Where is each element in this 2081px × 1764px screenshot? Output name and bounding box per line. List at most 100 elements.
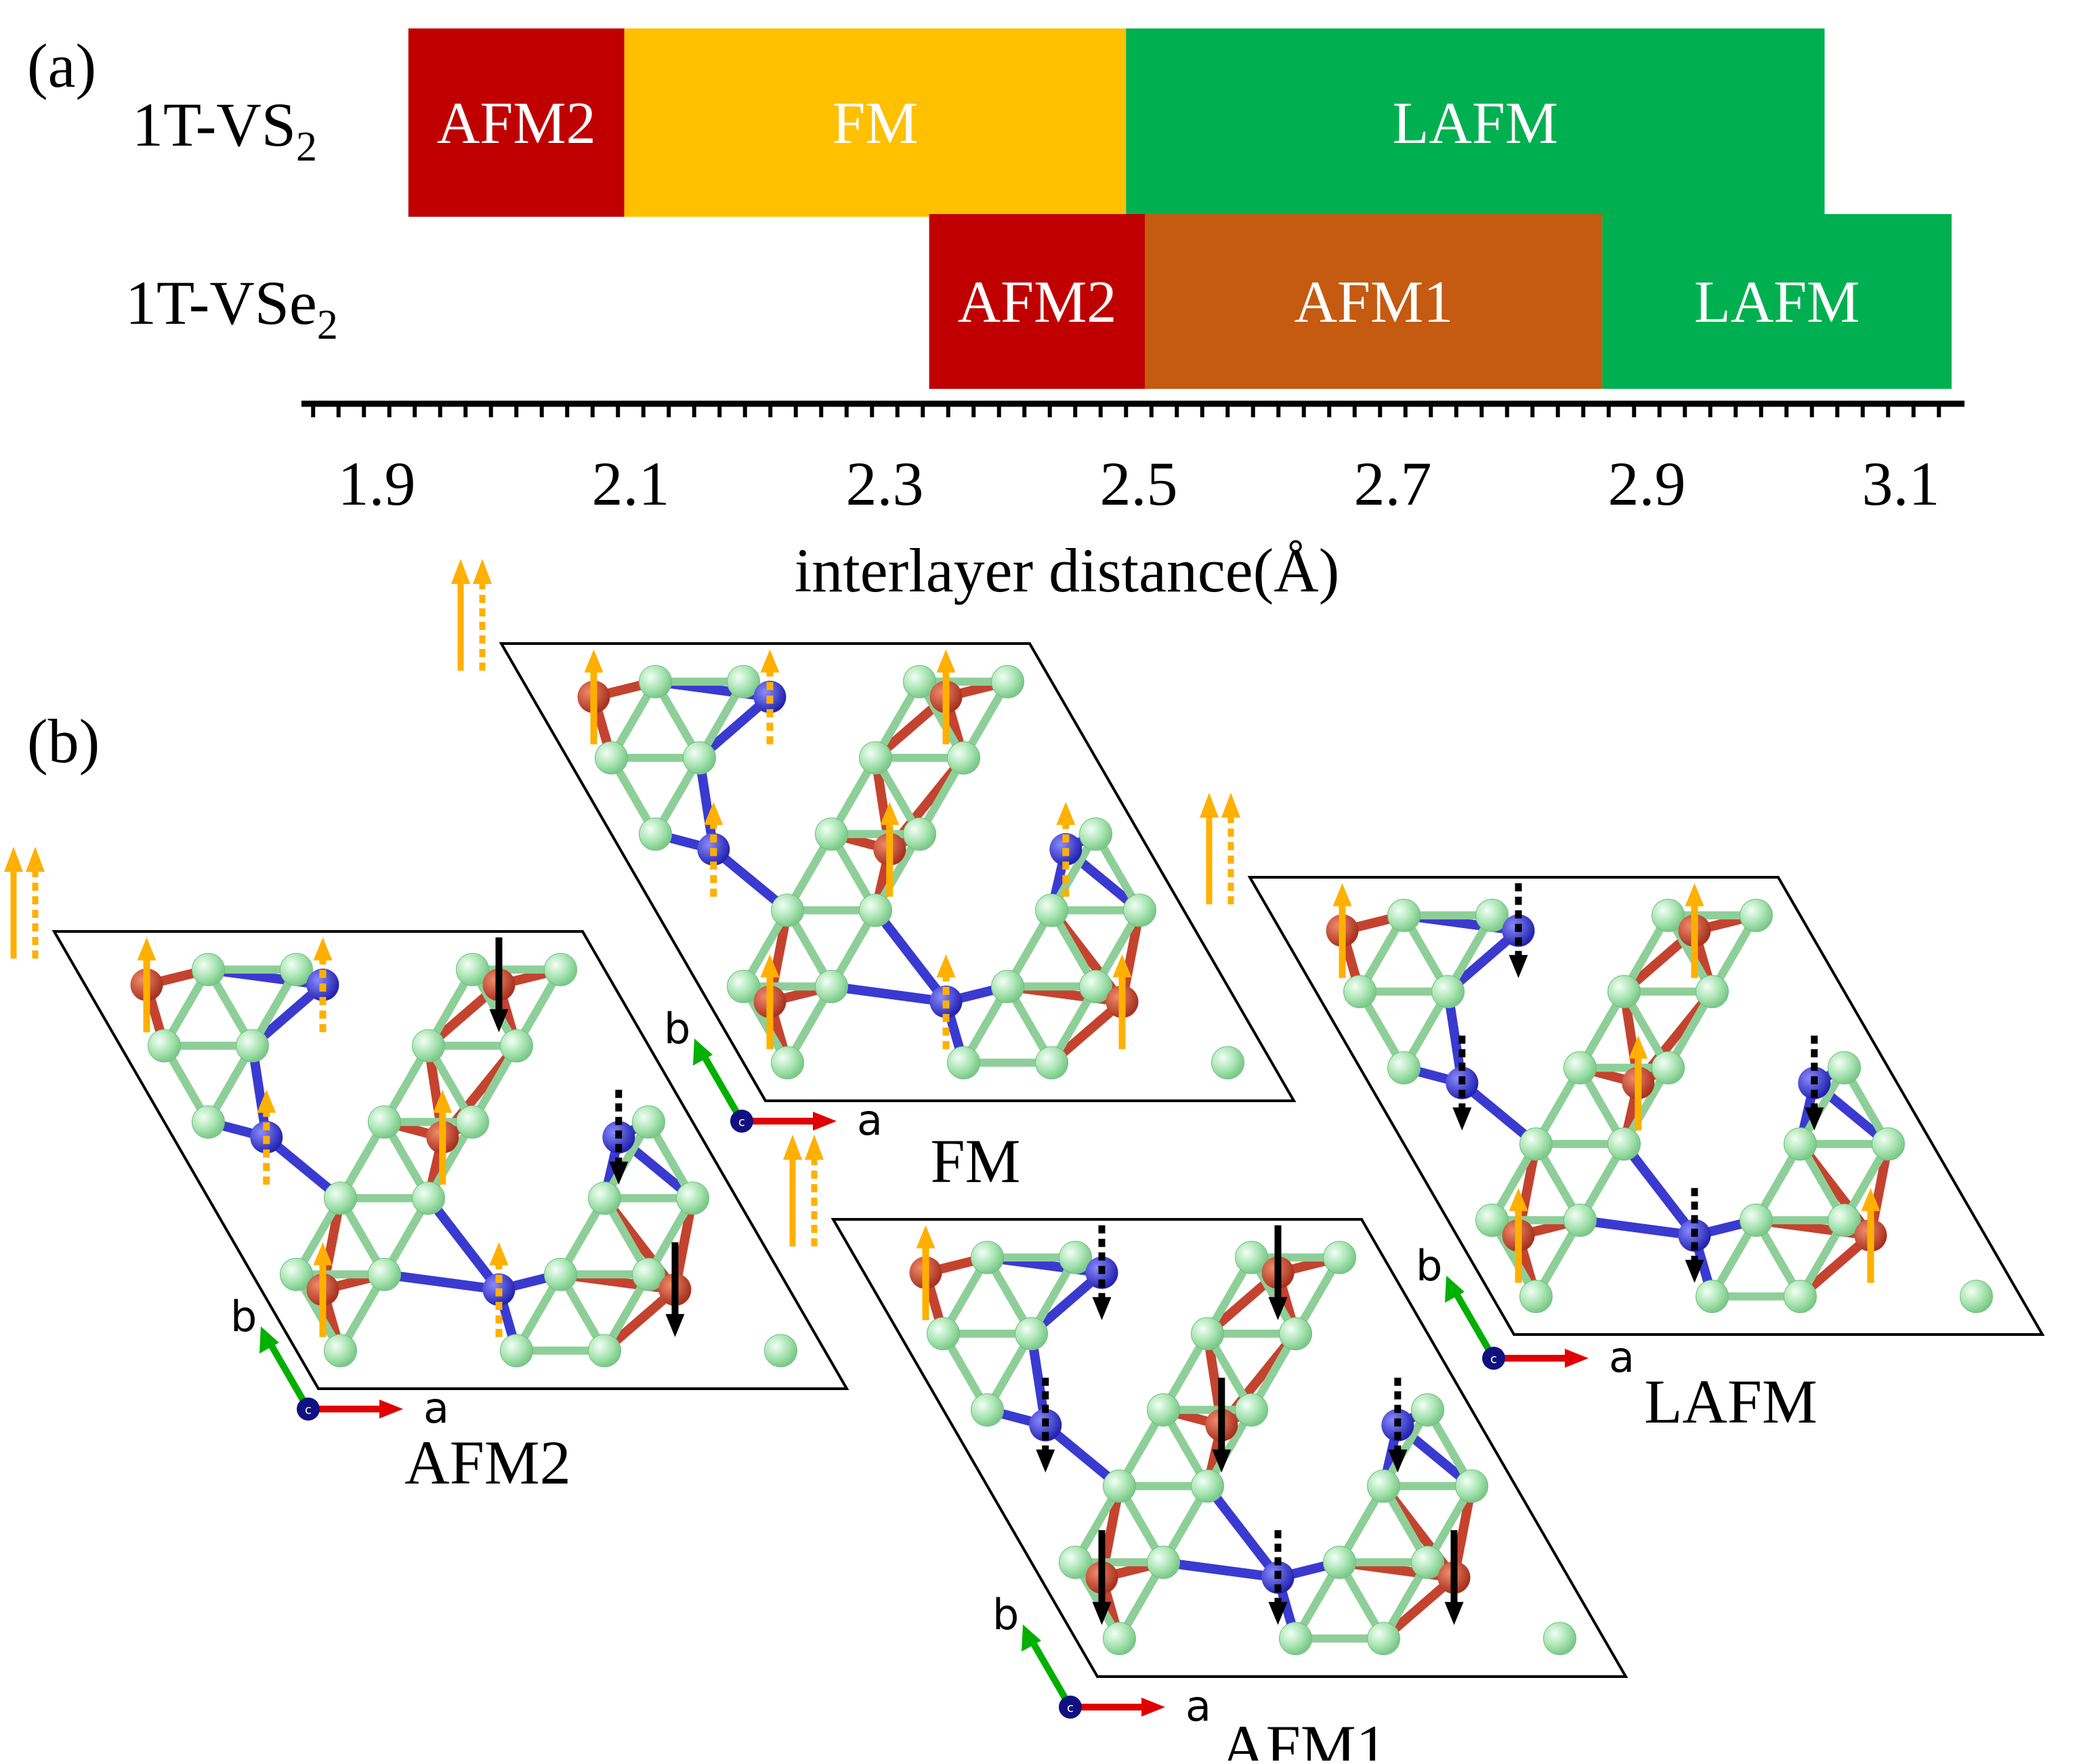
- spin-up-arrowhead: [1861, 1188, 1880, 1211]
- v-bond: [870, 905, 951, 1007]
- panel-a-label: (a): [27, 31, 96, 100]
- chalcogen-atom: [1059, 1240, 1092, 1274]
- chalcogen-atom: [1323, 1240, 1356, 1274]
- spin-down-arrowhead: [1388, 1449, 1408, 1473]
- chalcogen-atom: [927, 1317, 960, 1351]
- axis-b-arrow: [1030, 1641, 1074, 1709]
- spin-up-arrowhead: [936, 649, 956, 673]
- spin-up-arrowhead: [704, 801, 723, 825]
- chalcogen-atom: [1235, 1240, 1268, 1274]
- spin-up-arrowhead: [1628, 1035, 1648, 1059]
- axis-c-dot: [1482, 1347, 1505, 1370]
- chalcogen-atom: [815, 969, 848, 1003]
- axis-c-dot: [297, 1398, 320, 1421]
- spin-down-arrowhead: [489, 1009, 509, 1032]
- spin-down-arrowhead: [1444, 1601, 1464, 1625]
- chalcogen-atom: [1367, 1622, 1400, 1656]
- chalcogen-atom: [991, 665, 1024, 698]
- chalcogen-atom: [1191, 1317, 1224, 1351]
- axis-ticks: [311, 404, 1941, 417]
- spin-up-arrowhead: [313, 937, 333, 961]
- spin-down-arrowhead: [609, 1161, 629, 1185]
- structure-label: AFM2: [404, 1428, 570, 1497]
- chalcogen-atom: [1740, 1203, 1773, 1237]
- chalcogen-atom: [991, 969, 1024, 1003]
- chalcogen-atom: [1607, 1127, 1641, 1161]
- chalcogen-atom: [544, 1257, 577, 1291]
- chalcogen-atom: [544, 952, 577, 986]
- spin-down-arrowhead: [1805, 1107, 1824, 1131]
- chalcogen-atom: [1784, 1280, 1817, 1314]
- structure-label: LAFM: [1644, 1367, 1817, 1436]
- spin-up-arrowhead: [1685, 883, 1704, 906]
- axis-a-arrowhead: [379, 1400, 403, 1419]
- bonds: [1337, 910, 1893, 1301]
- chalcogen-atom: [971, 1393, 1004, 1427]
- chalcogen-atom: [1059, 1545, 1092, 1579]
- axis-b-label: b: [230, 1292, 257, 1341]
- phase-segment-afm2: [408, 28, 625, 217]
- spin-moments: [783, 1135, 1464, 1625]
- axis-b-label: b: [1416, 1241, 1442, 1290]
- chalcogen-atom: [1563, 1051, 1597, 1085]
- spin-up-arrowhead: [880, 801, 900, 825]
- chalcogen-atom: [632, 1105, 665, 1139]
- spin-down-arrowhead: [1452, 1107, 1472, 1131]
- chalcogen-atom: [1235, 1393, 1268, 1427]
- chalcogen-atom: [1475, 898, 1509, 932]
- v-bond: [826, 982, 951, 1007]
- chalcogen-atom: [1696, 1280, 1729, 1314]
- chalcogen-atom: [456, 952, 489, 986]
- spin-up-arrowhead: [1332, 883, 1352, 906]
- axis-b-arrow: [268, 1343, 312, 1411]
- axis-a-label: a: [1185, 1681, 1211, 1731]
- axis-a-label: a: [423, 1383, 449, 1433]
- bonds: [142, 965, 698, 1356]
- chalcogen-atom: [412, 1181, 445, 1215]
- atoms: [130, 952, 797, 1368]
- spin-up-arrowhead: [257, 1089, 276, 1113]
- axis-c-dot: [730, 1110, 753, 1133]
- chalcogen-atom: [1960, 1280, 1993, 1314]
- spin-down-arrowhead: [1268, 1601, 1288, 1625]
- chalcogen-atom: [815, 817, 848, 851]
- chalcogen-atom: [588, 1334, 621, 1368]
- spin-up-arrowhead: [489, 1242, 509, 1265]
- spin-moments: [451, 559, 1132, 1049]
- chalcogen-atom: [676, 1181, 709, 1215]
- spin-down-arrowhead: [1036, 1449, 1055, 1473]
- chalcogen-atom: [1411, 1393, 1444, 1427]
- spin-down-arrowhead: [665, 1314, 685, 1337]
- spin-down-arrowhead: [1268, 1297, 1288, 1320]
- spin-moments: [1200, 793, 1880, 1283]
- chalcogen-atom: [632, 1257, 665, 1291]
- axis-c-label: c: [1490, 1352, 1497, 1366]
- chalcogen-atom: [1147, 1545, 1180, 1579]
- axis-b-arrow: [701, 1055, 745, 1123]
- phase-segment-afm1: [1145, 214, 1603, 389]
- chalcogen-atom: [683, 741, 716, 775]
- unit-cell-outline: [831, 1218, 1628, 1678]
- chalcogen-atom: [500, 1334, 533, 1368]
- chalcogen-atom: [148, 1029, 181, 1063]
- structure-label: FM: [931, 1127, 1021, 1196]
- spin-up-arrowhead: [760, 954, 780, 978]
- spin-up-arrowhead: [1112, 954, 1132, 978]
- chalcogen-atom: [1828, 1203, 1861, 1237]
- chalcogen-atom: [1035, 894, 1068, 927]
- atoms: [909, 1240, 1576, 1656]
- chalcogen-atom: [1431, 975, 1465, 1009]
- chalcogen-atom: [236, 1029, 269, 1063]
- spin-down-arrowhead: [1685, 1259, 1704, 1283]
- chalcogen-atom: [1015, 1317, 1048, 1351]
- chalcogen-atom: [1123, 894, 1156, 927]
- chalcogen-atom: [368, 1105, 401, 1139]
- chalcogen-atom: [1543, 1622, 1576, 1656]
